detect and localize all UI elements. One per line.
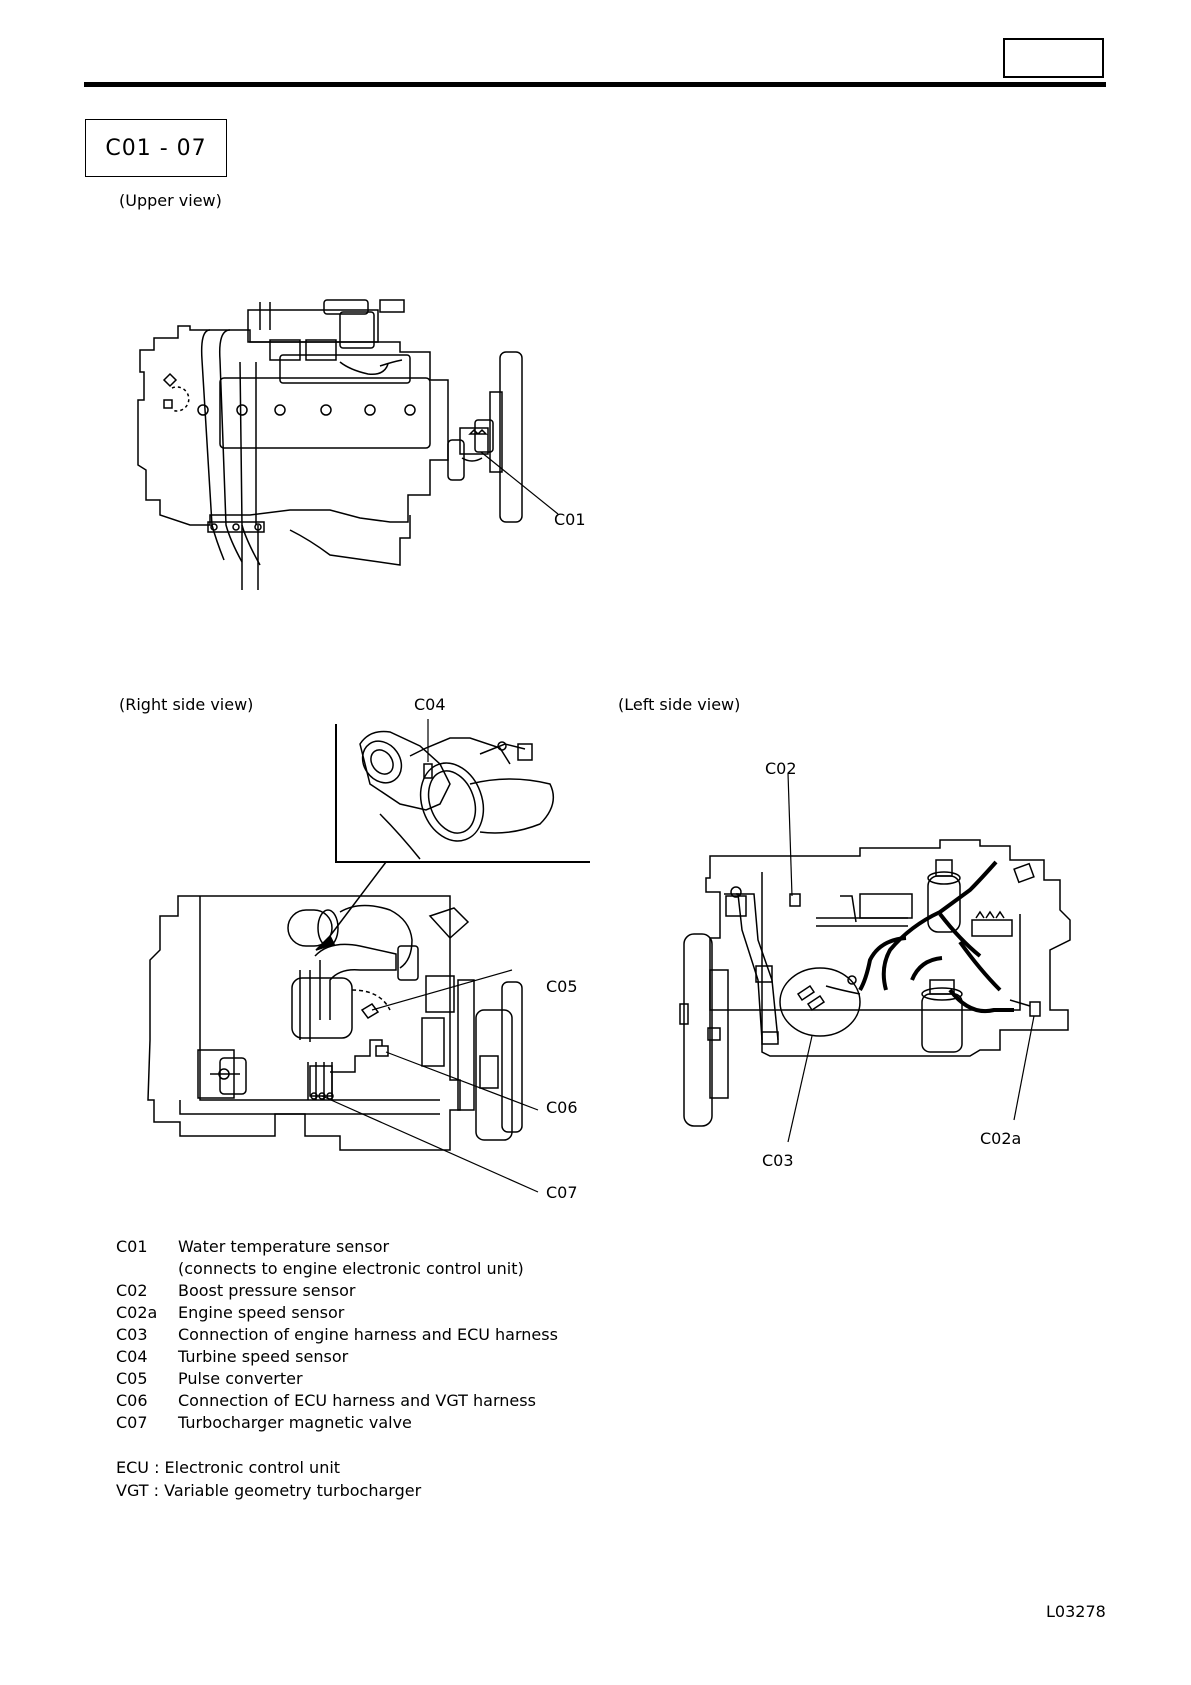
callout-c04: C04: [414, 695, 446, 714]
left-view-caption: (Left side view): [618, 695, 741, 714]
callout-c01: C01: [554, 510, 586, 529]
legend-item: (connects to engine electronic control u…: [178, 1259, 524, 1278]
turbine-detail-inset: [329, 719, 590, 937]
abbreviation-notes: ECU : Electronic control unit VGT : Vari…: [116, 1456, 421, 1502]
callout-c02: C02: [765, 759, 797, 778]
upper-view-diagram: [137, 299, 559, 590]
callout-c02a: C02a: [980, 1129, 1022, 1148]
callout-c06: C06: [546, 1098, 578, 1117]
page-number-box: [1003, 38, 1104, 78]
section-code-box: C01 - 07: [85, 119, 227, 177]
document-id: L03278: [1046, 1602, 1106, 1621]
left-side-view-diagram: [679, 772, 1071, 1143]
abbreviation-vgt: VGT : Variable geometry turbocharger: [116, 1481, 422, 1500]
callout-c05: C05: [546, 977, 578, 996]
right-side-view-diagram: [147, 895, 539, 1193]
right-view-caption: (Right side view): [119, 695, 254, 714]
callout-c03: C03: [762, 1151, 794, 1170]
callout-c07: C07: [546, 1183, 578, 1202]
section-code: C01 - 07: [105, 135, 207, 161]
upper-view-caption: (Upper view): [119, 191, 222, 210]
header-rule: [84, 82, 1106, 87]
abbreviation-ecu: ECU : Electronic control unit: [116, 1458, 341, 1477]
